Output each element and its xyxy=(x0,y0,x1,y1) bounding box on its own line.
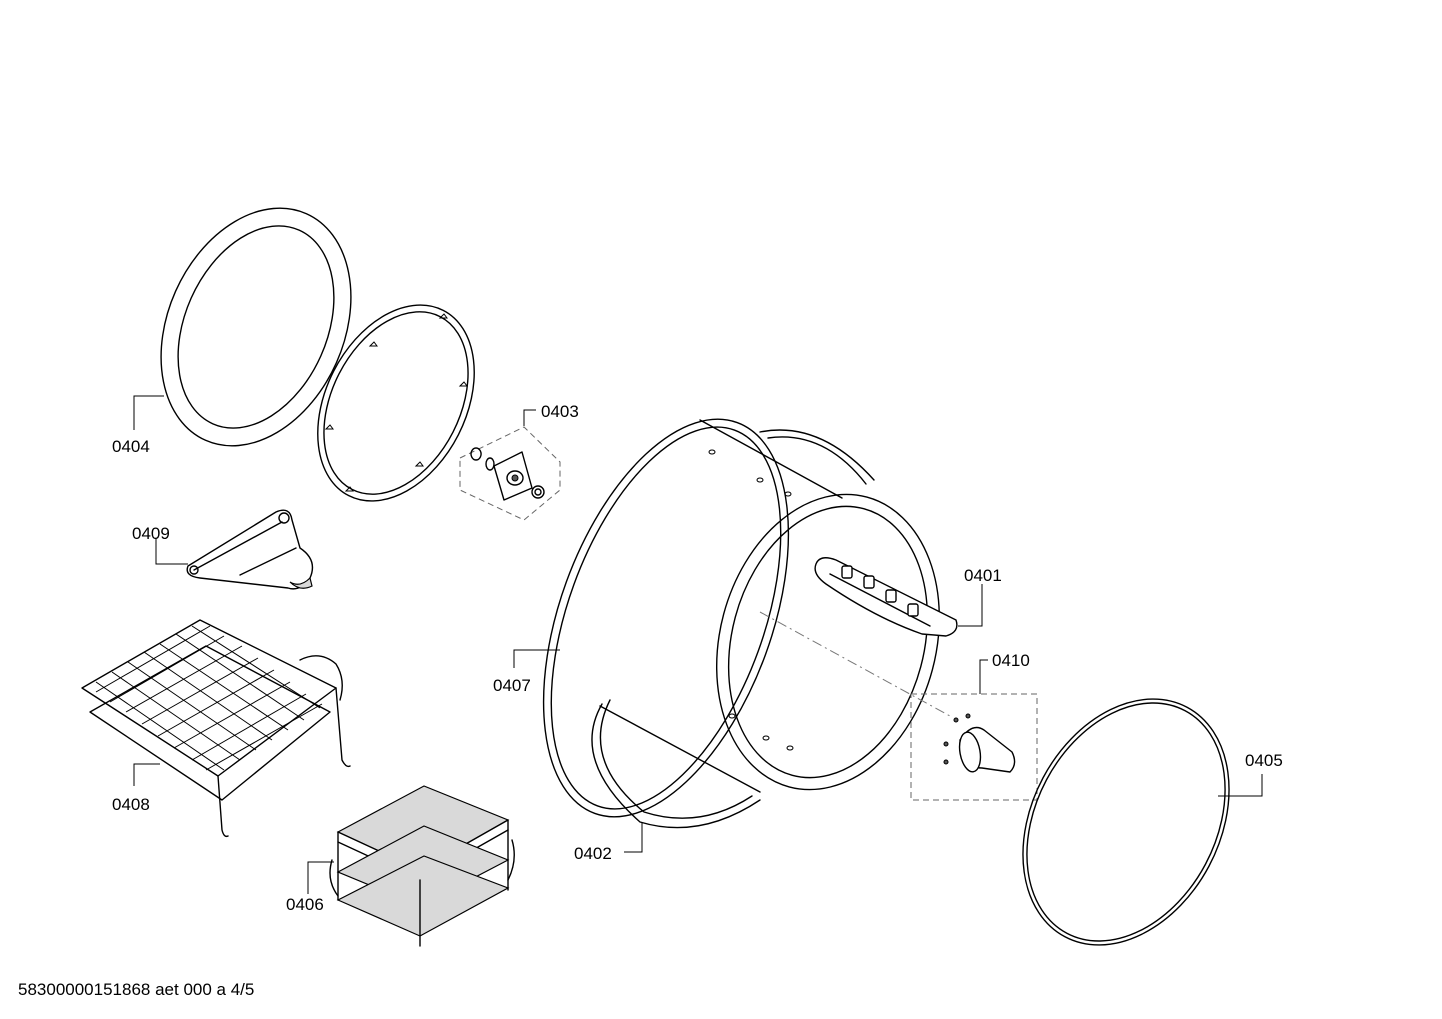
drum-holes xyxy=(708,449,794,751)
callout-0401: 0401 xyxy=(964,566,1002,585)
callout-0410: 0410 xyxy=(992,651,1030,670)
part-0401-drum-baffle xyxy=(814,557,958,637)
part-0407-drum xyxy=(542,418,941,818)
leader-lines xyxy=(133,395,1263,894)
callout-0407: 0407 xyxy=(493,676,531,695)
callout-0409: 0409 xyxy=(132,524,170,543)
document-reference-footer: 58300000151868 aet 000 a 4/5 xyxy=(18,980,255,999)
part-0409-support-bracket xyxy=(186,509,314,590)
part-0405-drive-belt xyxy=(1022,698,1230,946)
callout-0404: 0404 xyxy=(112,437,150,456)
part-0404-door-seal-ring xyxy=(160,207,352,447)
part-0408-drying-rack xyxy=(81,619,351,838)
part-0406-filter-trays xyxy=(329,785,515,947)
callout-0402: 0402 xyxy=(574,844,612,863)
callout-labels: 0401 0402 0403 0404 0405 0406 0407 0408 … xyxy=(112,402,1283,914)
drum-axis-line xyxy=(759,611,951,717)
callout-0403: 0403 xyxy=(541,402,579,421)
part-0403-bearing-plate-kit xyxy=(459,426,561,521)
felt-seal-ring xyxy=(317,304,475,502)
part-0410-bearing-shaft-kit xyxy=(910,693,1038,801)
callout-0406: 0406 xyxy=(286,895,324,914)
callout-0405: 0405 xyxy=(1245,751,1283,770)
part-0402-drum-belt-ring xyxy=(591,429,875,829)
callout-0408: 0408 xyxy=(112,795,150,814)
screws xyxy=(943,713,971,765)
